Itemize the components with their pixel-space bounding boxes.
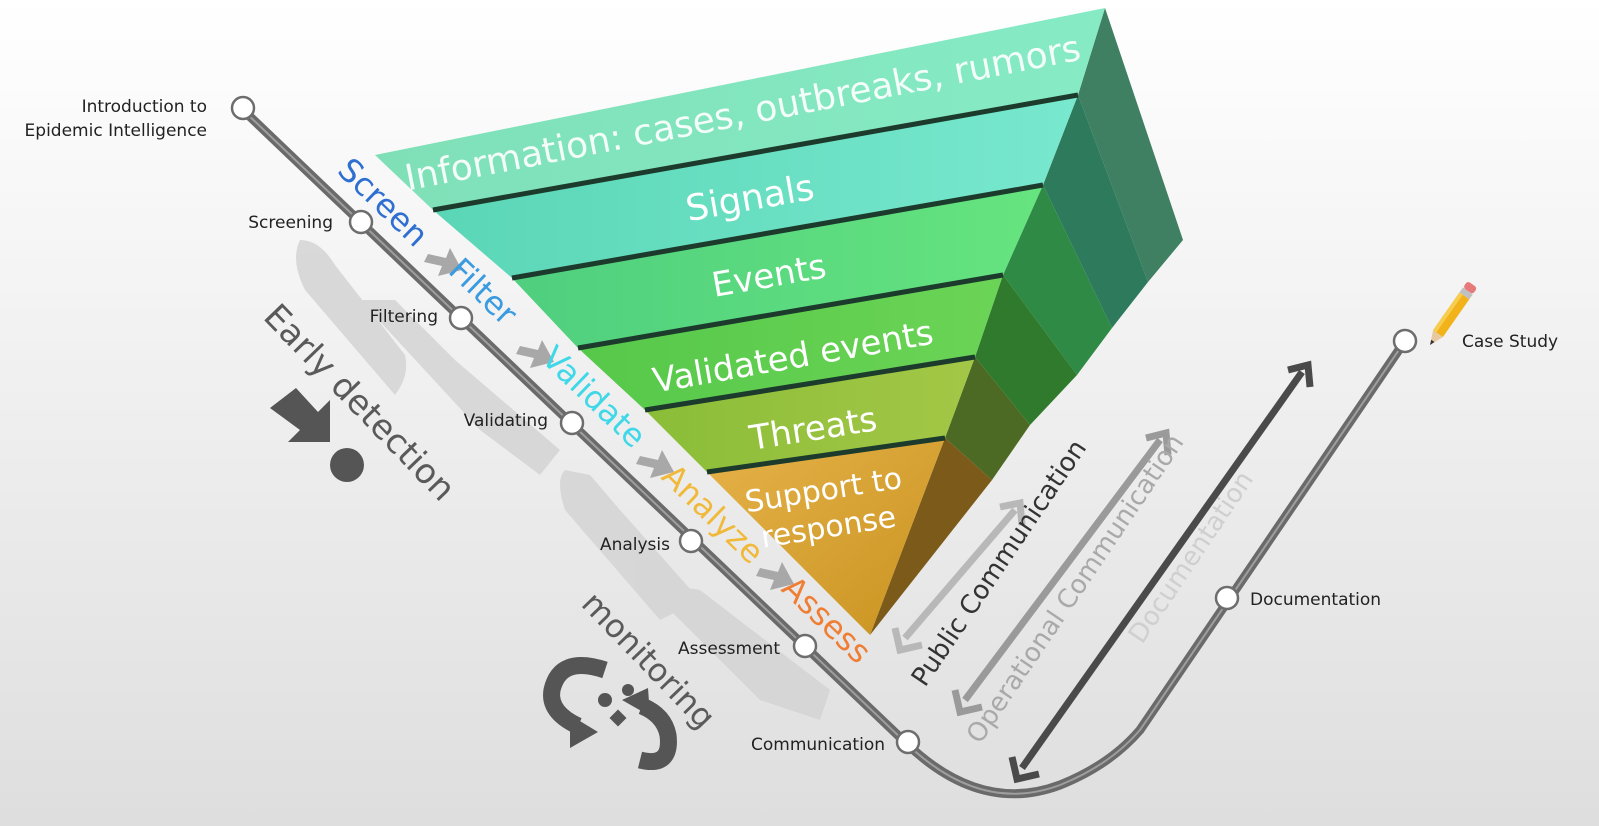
- tier-info: [375, 8, 1105, 210]
- tier-signals: [433, 95, 1078, 278]
- node-assessment-label[interactable]: Assessment: [678, 639, 780, 659]
- node-labels: Introduction to Epidemic Intelligence Sc…: [25, 97, 1559, 755]
- documentation-arrow: [1019, 369, 1305, 771]
- side-validated: [975, 275, 1077, 425]
- node-validating[interactable]: [559, 410, 585, 436]
- step-arrow-1: [424, 248, 462, 276]
- step-arrow-4: [756, 562, 794, 590]
- side-signals: [1043, 95, 1148, 328]
- node-communication-label[interactable]: Communication: [751, 735, 885, 755]
- node-analysis-label[interactable]: Analysis: [600, 535, 670, 555]
- side-events: [1003, 185, 1112, 375]
- arrow-dot-icon: [270, 388, 364, 482]
- step-arrows: [424, 248, 794, 590]
- node-validating-label[interactable]: Validating: [464, 411, 548, 431]
- pencil-icon: [1430, 282, 1477, 345]
- cycle-center-diamond: [609, 709, 627, 727]
- node-documentation-label[interactable]: Documentation: [1250, 590, 1381, 610]
- track-nodes: [230, 95, 1418, 755]
- side-threats: [945, 357, 1030, 480]
- node-communication[interactable]: [895, 729, 921, 755]
- faded-stripes: [296, 240, 830, 720]
- node-assessment[interactable]: [792, 633, 818, 659]
- node-case-study-label[interactable]: Case Study: [1462, 332, 1558, 352]
- main-track: [238, 105, 1410, 799]
- node-introduction[interactable]: [230, 95, 256, 121]
- step-arrow-2: [516, 340, 554, 368]
- pyramid: Information: cases, outbreaks, rumors Si…: [375, 8, 1183, 635]
- public-comm-arrow: [902, 507, 1018, 641]
- tier-support: [707, 438, 945, 635]
- node-filtering[interactable]: [448, 305, 474, 331]
- side-info: [1078, 8, 1183, 282]
- cycle-center-dot-2: [622, 684, 634, 696]
- step-arrow-3: [636, 450, 674, 478]
- tier-validated: [578, 275, 1003, 410]
- tier-events: [512, 185, 1043, 348]
- operational-comm-arrow: [962, 437, 1163, 703]
- node-introduction-label-2[interactable]: Epidemic Intelligence: [25, 121, 207, 141]
- communication-arrows: [891, 360, 1314, 784]
- node-case-study[interactable]: [1392, 328, 1418, 354]
- node-filtering-label[interactable]: Filtering: [370, 307, 438, 327]
- node-screening-label[interactable]: Screening: [248, 213, 333, 233]
- cycle-center-dot: [598, 693, 612, 707]
- cycle-arrows-icon: [543, 657, 677, 770]
- side-support: [870, 438, 992, 635]
- node-analysis[interactable]: [678, 528, 704, 554]
- node-introduction-label-1[interactable]: Introduction to: [82, 97, 207, 117]
- node-screening[interactable]: [348, 209, 374, 235]
- node-documentation[interactable]: [1214, 585, 1240, 611]
